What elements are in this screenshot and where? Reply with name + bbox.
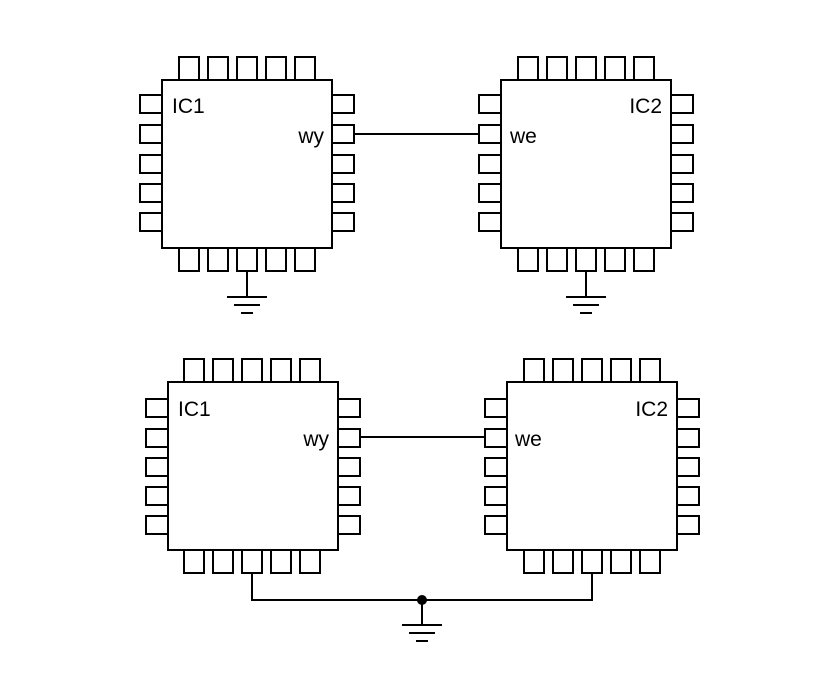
bottom-ic1-pins-left: [145, 398, 169, 535]
top-ic2-pin-label: we: [509, 125, 537, 148]
top-ic1-ground-symbol: [227, 271, 267, 314]
top-ic1-pin-label: wy: [297, 125, 324, 148]
bottom-ic2-name: IC2: [635, 398, 668, 421]
bottom-ic1-chip: IC1 wy: [145, 358, 361, 574]
bottom-circuit: IC1 wy: [145, 358, 700, 642]
top-ic1-pins-right: [331, 94, 355, 232]
bottom-ic2-chip: IC2 we: [484, 358, 700, 574]
top-ic1-name: IC1: [172, 95, 205, 118]
bottom-ic2-body: [506, 381, 678, 551]
bottom-ic2-pins-right: [676, 398, 700, 535]
bottom-ic1-name: IC1: [178, 398, 211, 421]
top-ic2-ground-symbol: [566, 271, 606, 314]
bottom-ic2-pins-bottom: [523, 549, 661, 574]
top-ic1-pins-top: [178, 56, 316, 81]
top-ic2-pins-bottom: [517, 247, 655, 272]
top-ic2-body: [500, 79, 672, 249]
top-circuit: IC1 wy: [139, 56, 694, 314]
top-ic2-name: IC2: [629, 95, 662, 118]
bottom-ic1-pin-label: wy: [302, 428, 329, 451]
bottom-ic1-pins-right: [337, 398, 361, 535]
top-ic2-chip: IC2 we: [478, 56, 694, 272]
bottom-ic1-pins-top: [183, 358, 321, 383]
bottom-common-ground-symbol: [402, 600, 442, 642]
bottom-ic1-body: [167, 381, 339, 551]
top-ic1-pins-left: [139, 94, 163, 232]
top-ic1-pins-bottom: [178, 247, 316, 272]
bottom-ic2-pin-label: we: [514, 428, 542, 451]
top-ic2-pins-left: [478, 94, 502, 232]
top-ic1-chip: IC1 wy: [139, 56, 355, 272]
bottom-ic1-pins-bottom: [183, 549, 321, 574]
top-ic2-pins-top: [517, 56, 655, 81]
bottom-ic2-pins-top: [523, 358, 661, 383]
top-ic2-pins-right: [670, 94, 694, 232]
top-ic1-body: [161, 79, 333, 249]
bottom-ic2-pins-left: [484, 398, 508, 535]
